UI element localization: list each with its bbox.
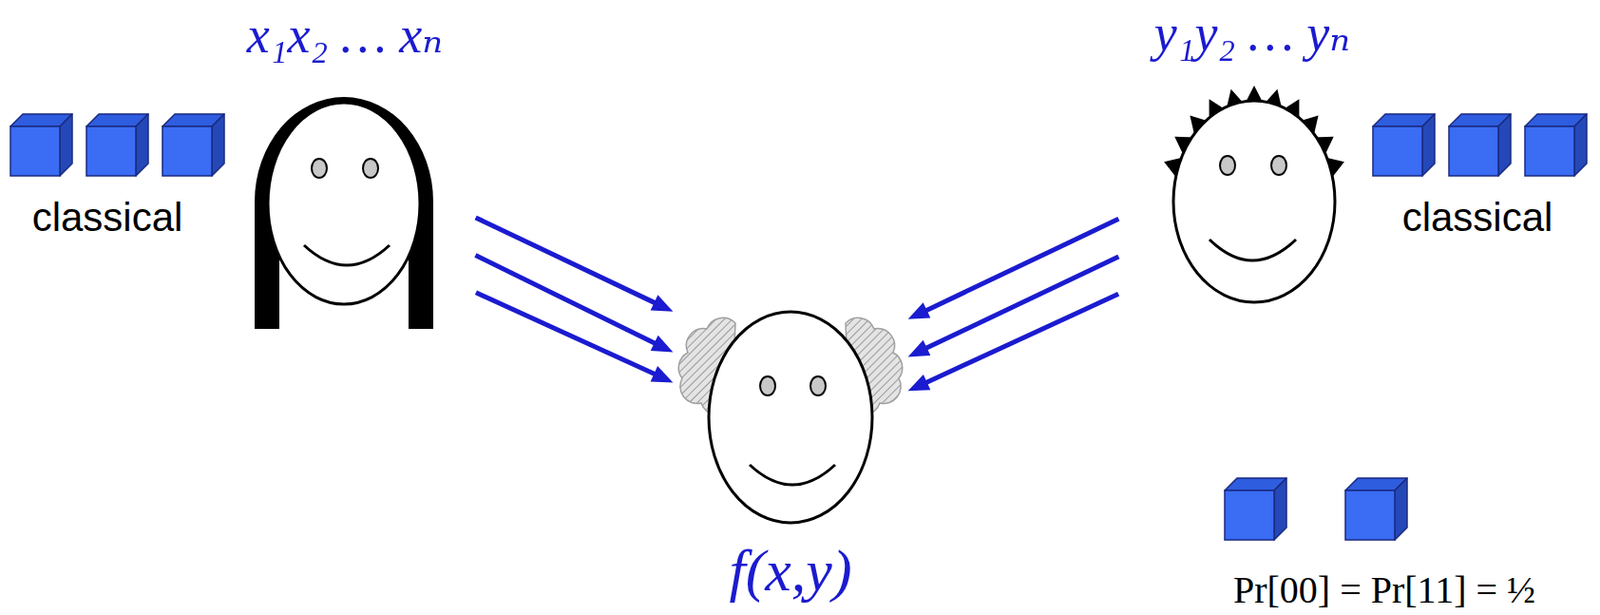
classical-label: classical — [32, 195, 184, 240]
bit-cube — [1524, 114, 1587, 176]
bob-face — [1163, 85, 1345, 303]
message-arrow — [908, 293, 1119, 391]
classical-label: classical — [1402, 195, 1554, 240]
arrow-line — [475, 255, 656, 344]
bit-cube — [1448, 114, 1511, 176]
message-arrow — [476, 217, 674, 312]
node-label: y₁y₂ … yₙ — [1154, 5, 1351, 62]
bit-cube — [1345, 477, 1408, 540]
arrow-line — [476, 217, 657, 304]
bit-cube — [10, 114, 73, 176]
node-label: x₁x₂ … xₙ — [247, 7, 443, 64]
bit-cube — [162, 114, 225, 176]
arrow-head — [908, 340, 932, 358]
arrow-head — [908, 302, 932, 320]
arrow-head — [650, 294, 674, 312]
arrow-line — [925, 218, 1120, 311]
arrow-line — [476, 292, 656, 375]
bob-node: y₁y₂ … yₙ — [1157, 68, 1348, 306]
alice-node: x₁x₂ … xₙ — [252, 95, 438, 333]
alice-face — [254, 96, 434, 329]
arrow-line — [925, 256, 1120, 349]
bit-cube — [86, 114, 149, 176]
referee-node: f(x,y) — [676, 309, 905, 525]
bit-cube — [1372, 114, 1435, 176]
message-arrow — [476, 292, 673, 383]
arrow-head — [908, 374, 932, 391]
bit-cube — [1224, 477, 1287, 540]
probability-label: Pr[00] = Pr[11] = ½ — [1233, 569, 1536, 611]
node-label: f(x,y) — [728, 537, 852, 603]
arrow-head — [650, 365, 674, 382]
referee-face — [678, 311, 903, 523]
arrow-line — [925, 293, 1119, 383]
arrow-head — [650, 335, 674, 353]
